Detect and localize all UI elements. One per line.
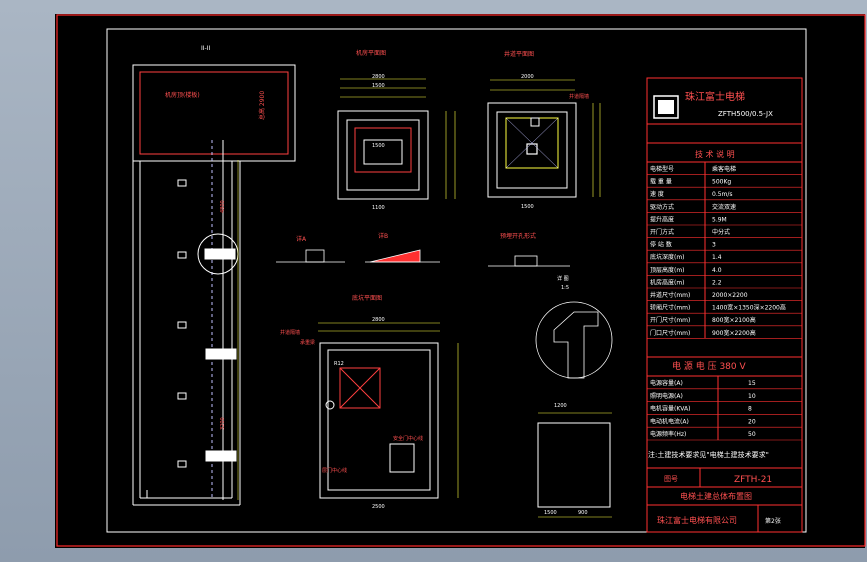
- mp-dim-top: 2800: [372, 74, 385, 80]
- detail-row: 详A 详B 预埋开孔形式 详 图 1:5: [276, 232, 613, 379]
- power-heading: 电 源 电 压 380 V: [672, 360, 746, 372]
- fuji-logo-icon: [653, 95, 679, 119]
- spec-value: 0.5m/s: [712, 191, 733, 198]
- mp-dim-bottom: 1100: [372, 205, 385, 211]
- spec-label: 底坑深度(m): [650, 253, 685, 261]
- mp-dim-inner: 1500: [372, 143, 385, 149]
- power-label: 电动机电流(A): [650, 417, 689, 425]
- spec-label: 机房高度(m): [650, 278, 685, 286]
- machine-plan-title: 机房平面图: [356, 49, 386, 57]
- note-text: 注:土建技术要求见"电梯土建技术要求": [648, 450, 769, 459]
- mp-dim-2: 1500: [372, 83, 385, 89]
- spec-value: 5.9M: [712, 216, 727, 223]
- drawing-name: 电梯土建总体布置图: [680, 491, 752, 501]
- pit-dim-top: 2800: [372, 317, 385, 323]
- title-block: 珠江富士电梯 ZFTH500/0.5-JX 技 术 说 明 电梯型号 乘客电梯载 …: [646, 77, 803, 533]
- spec-value: 中分式: [712, 228, 730, 236]
- sp-dim-top: 2000: [521, 74, 534, 80]
- room-top-text: 机房顶(楼板): [165, 91, 200, 99]
- spec-value: 800宽×2100高: [712, 316, 756, 324]
- drawing-no: ZFTH-21: [734, 475, 772, 485]
- footer-company: 珠江富士电梯有限公司: [657, 515, 737, 525]
- left-view-title: II-II: [201, 45, 210, 52]
- spec-value: 1.4: [712, 254, 722, 261]
- spec-value: 交流双速: [712, 203, 736, 211]
- spec-label: 载 重 量: [650, 178, 672, 186]
- pit-label-5: 安全门中心线: [393, 435, 423, 442]
- pit-label-0: 井道隔墙: [280, 329, 300, 336]
- power-label: 照明电源(A): [650, 392, 683, 400]
- spec-heading: 技 术 说 明: [695, 149, 735, 159]
- power-value: 15: [748, 380, 756, 387]
- power-label: 电机容量(KVA): [650, 405, 690, 413]
- spec-label: 提升高度: [650, 215, 674, 223]
- power-value: 8: [748, 406, 752, 413]
- spec-label: 顶层高度(m): [650, 266, 685, 274]
- pit-label-2: R12: [334, 361, 344, 367]
- spec-label: 速 度: [650, 190, 664, 198]
- pit-plan-title: 底坑平面图: [352, 294, 382, 302]
- pit-dim-bottom: 2500: [372, 504, 385, 510]
- left-section-view: II-II 机房顶(楼板) 总高 2900 4800 3200: [132, 45, 296, 506]
- model-number: ZFTH500/0.5-JX: [718, 110, 773, 118]
- power-label: 电源频率(Hz): [650, 430, 686, 438]
- spec-label: 开门尺寸(mm): [650, 316, 690, 324]
- spec-label: 轿厢尺寸(mm): [650, 304, 690, 312]
- spec-label: 井道尺寸(mm): [650, 291, 690, 299]
- page-number: 第2张: [765, 517, 781, 525]
- elev-dim-0: 1200: [554, 403, 567, 409]
- dim-b: 3200: [220, 417, 226, 430]
- power-value: 10: [748, 393, 756, 400]
- detail-d-label: 详 图: [557, 275, 569, 282]
- shaft-plan: 井道平面图 2000 1500 井道隔墙: [487, 50, 601, 210]
- spec-value: 1400宽×1350深×2200高: [712, 304, 786, 312]
- pit-label-6: 层门中心线: [322, 467, 347, 474]
- spec-value: 乘客电梯: [712, 165, 736, 173]
- elev-dim-1: 900: [578, 510, 588, 516]
- pit-label-1: 承重梁: [300, 339, 315, 346]
- drawing-no-label: 图号: [664, 475, 678, 483]
- spec-label: 门口尺寸(mm): [650, 329, 690, 337]
- spec-value: 2.2: [712, 279, 722, 286]
- outer-frame: [56, 14, 866, 547]
- power-table: 电源容量(A) 15 照明电源(A) 10 电机容量(KVA) 8 电动机电流(A) 20 电源…: [647, 379, 802, 441]
- spec-label: 电梯型号: [650, 165, 674, 173]
- machine-room-plan: 机房平面图 2800 1500 1500 1100: [337, 49, 456, 211]
- power-value: 20: [748, 418, 756, 425]
- detail-b-label: 详B: [378, 232, 388, 240]
- pit-plan: 底坑平面图 2800 2500 井道隔墙 承重梁 R12 安全门中心线 层门中心…: [280, 294, 459, 510]
- door-elevation: 1200 900 1500: [537, 403, 612, 518]
- spec-value: 500Kg: [712, 179, 731, 186]
- detail-c-label: 预埋开孔形式: [500, 232, 536, 240]
- logo-inner: [658, 100, 674, 114]
- detail-a-label: 详A: [296, 235, 307, 243]
- elev-dim-3: 1500: [544, 510, 557, 516]
- shaft-plan-title: 井道平面图: [504, 50, 534, 58]
- sp-tag: 井道隔墙: [569, 93, 589, 100]
- sp-dim-bottom: 1500: [521, 204, 534, 210]
- power-value: 50: [748, 431, 756, 438]
- drawing-background: [55, 14, 865, 548]
- power-label: 电源容量(A): [650, 379, 683, 387]
- company-name: 珠江富士电梯: [685, 90, 745, 103]
- height-text: 总高 2900: [258, 91, 266, 120]
- spec-value: 900宽×2200高: [712, 329, 756, 337]
- spec-label: 驱动方式: [650, 203, 674, 211]
- detail-scale: 1:5: [561, 285, 569, 291]
- spec-value: 2000×2200: [712, 292, 748, 299]
- spec-label: 开门方式: [650, 228, 674, 236]
- spec-value: 4.0: [712, 267, 722, 274]
- dim-a: 4800: [220, 200, 226, 213]
- inner-frame: [106, 28, 807, 533]
- spec-label: 停 站 数: [650, 241, 672, 249]
- spec-value: 3: [712, 242, 716, 249]
